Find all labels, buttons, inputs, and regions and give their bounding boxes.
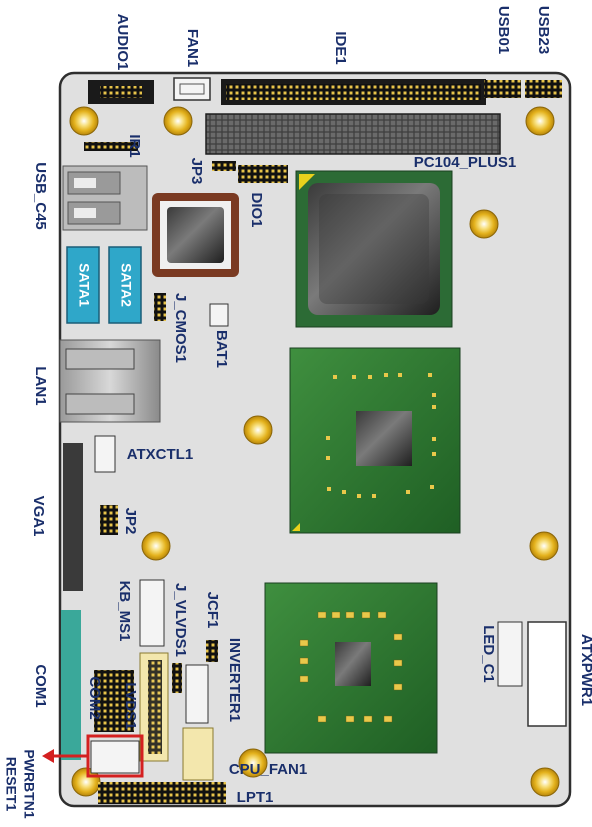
- mount-hole: [243, 415, 273, 445]
- label-atxctl1: ATXCTL1: [127, 446, 193, 463]
- lvds1-pins: [148, 660, 162, 754]
- label-usb01: USB01: [495, 6, 512, 54]
- label-j-cmos1: J_CMOS1: [172, 293, 189, 363]
- led-c1-connector: [497, 621, 523, 687]
- label-inverter1: INVERTER1: [226, 638, 243, 722]
- jp2-jumper: [100, 505, 118, 535]
- kb-ms1-connector: [139, 579, 165, 647]
- jcf1-jumper: [206, 640, 218, 662]
- mount-hole: [163, 106, 193, 136]
- mount-hole: [529, 531, 559, 561]
- jp3-header: [212, 161, 236, 171]
- label-ir1: IR1: [126, 134, 143, 157]
- label-fan1: FAN1: [184, 29, 201, 67]
- label-kb-ms1: KB_MS1: [116, 581, 133, 642]
- label-pwrbtn1: PWRBTN1: [21, 749, 37, 818]
- lan1-port: [65, 393, 135, 415]
- label-reset1: RESET1: [3, 757, 19, 812]
- usb01-header: [484, 80, 521, 98]
- pc104-plus-connector: [205, 113, 501, 155]
- mount-hole: [469, 209, 499, 239]
- bat1-connector: [209, 303, 229, 327]
- usb-c45-port-tongue: [74, 178, 96, 188]
- label-dio1: DIO1: [248, 192, 265, 227]
- bios-chip: [167, 207, 224, 263]
- atxctl1-connector: [94, 435, 116, 473]
- label-ide1: IDE1: [332, 31, 349, 64]
- j-vlvds1-jumper: [172, 663, 182, 693]
- label-jp3: JP3: [188, 158, 205, 185]
- label-atxpwr1: ATXPWR1: [578, 634, 592, 706]
- label-jp2: JP2: [122, 508, 139, 535]
- mount-hole: [530, 767, 560, 797]
- usb23-header: [525, 80, 562, 98]
- com2-header: [94, 670, 134, 732]
- fan1-connector: [173, 77, 211, 101]
- label-com1: COM1: [32, 664, 49, 707]
- com1-connector: [61, 610, 81, 760]
- ir1-header: [84, 142, 138, 151]
- mount-hole: [525, 106, 555, 136]
- pwrbtn-reset-headers: [90, 740, 140, 774]
- atxpwr1-connector: [527, 621, 567, 727]
- cpu-fan1-connector: [182, 727, 214, 781]
- label-lvds1: LVDS1: [122, 682, 139, 729]
- label-cpu-fan1: CPU_FAN1: [229, 761, 307, 778]
- label-lpt1: LPT1: [237, 789, 274, 806]
- label-vga1: VGA1: [30, 496, 47, 537]
- mount-hole: [141, 531, 171, 561]
- sata2-connector: [108, 246, 142, 324]
- dio1-header: [238, 165, 288, 183]
- label-led-c1: LED_C1: [480, 625, 497, 683]
- cpu-heatspreader: [319, 194, 429, 304]
- label-pc104-plus1: PC104_PLUS1: [414, 154, 517, 171]
- southbridge-die: [335, 642, 371, 686]
- lan1-port: [65, 348, 135, 370]
- highlight-arrow-head: [42, 749, 54, 763]
- label-usb-c45: USB_C45: [32, 162, 49, 230]
- label-j-vlvds1: J_VLVDS1: [172, 583, 189, 657]
- label-com2: COM2: [86, 676, 103, 719]
- vga1-connector: [63, 443, 83, 591]
- cpu-die: [308, 183, 440, 315]
- southbridge-capacitors: [299, 611, 403, 723]
- chipset-die: [356, 411, 412, 466]
- ide-pins: [226, 84, 481, 100]
- mounting-holes: [69, 106, 560, 797]
- label-jcf1: JCF1: [204, 592, 221, 629]
- label-sata1: SATA1: [76, 263, 92, 307]
- label-bat1: BAT1: [213, 330, 230, 368]
- inverter1-connector: [185, 664, 209, 724]
- audio-header-pins: [100, 86, 142, 98]
- chipset-pin1-marker: [292, 523, 300, 531]
- usb-c45-port-tongue: [74, 208, 96, 218]
- label-lan1: LAN1: [32, 366, 49, 405]
- sata1-connector: [66, 246, 100, 324]
- label-sata2: SATA2: [118, 263, 134, 307]
- fan1-pins: [179, 83, 205, 95]
- chipset-capacitors: [326, 373, 436, 498]
- mount-hole: [69, 106, 99, 136]
- lpt1-header: [98, 782, 226, 804]
- cpu-pin1-marker: [299, 174, 315, 190]
- mount-hole: [238, 748, 268, 778]
- label-usb23: USB23: [535, 6, 552, 54]
- label-audio1: AUDIO1: [114, 14, 131, 71]
- j-cmos1-jumper: [154, 293, 166, 321]
